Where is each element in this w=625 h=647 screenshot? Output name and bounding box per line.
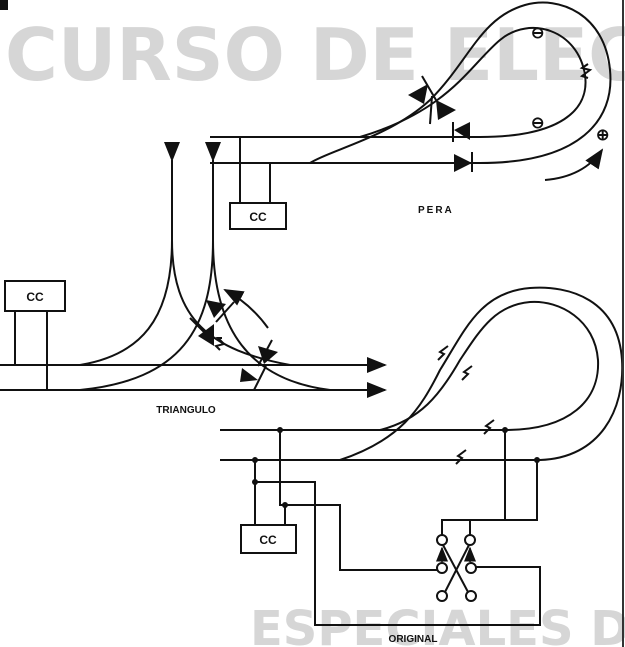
original-diagram: CC ORIGINAL	[220, 286, 624, 645]
diode-icon	[408, 75, 473, 172]
minus-icon: ⊖	[531, 115, 544, 132]
minus-icon: ⊖	[531, 25, 544, 42]
plus-icon: ⊕	[596, 127, 609, 144]
direction-arrow	[223, 289, 269, 329]
insulating-gap-icon	[214, 337, 226, 351]
reversing-switch-icon[interactable]	[436, 534, 477, 602]
diode-icon	[189, 300, 278, 391]
direction-arrow	[544, 148, 604, 181]
pera-power-box	[229, 202, 287, 230]
insulating-gap-icon	[579, 63, 593, 79]
triangulo-label: TRIANGULO	[156, 405, 216, 416]
triangulo-power-box	[4, 280, 66, 312]
original-power-box	[240, 524, 297, 554]
pera-label: PERA	[418, 205, 454, 216]
triangulo-power-label: CC	[26, 290, 44, 304]
original-power-label: CC	[259, 533, 277, 547]
ghost-heading: CURSO DE ELECT	[5, 13, 625, 97]
triangulo-diagram: CC TRIANGULO	[0, 142, 387, 416]
pera-power-label: CC	[249, 210, 267, 224]
corner-mark	[0, 0, 8, 10]
pera-diagram: ⊖ ⊖ ⊕ CC PERA	[210, 1, 612, 230]
insulating-gap-icon	[437, 345, 495, 465]
original-label: ORIGINAL	[389, 634, 438, 645]
